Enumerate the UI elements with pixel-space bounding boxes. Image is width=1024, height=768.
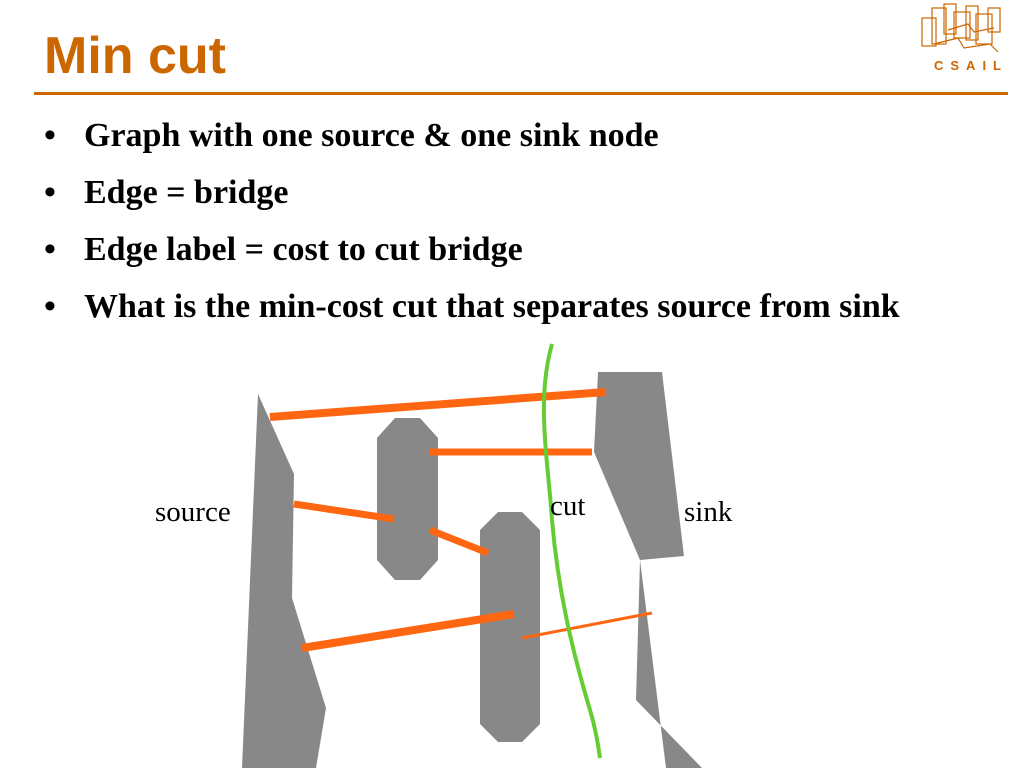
bullet-dot: • (44, 174, 56, 211)
bullet-text: Graph with one source & one sink node (84, 117, 659, 154)
cut-line (541, 343, 602, 759)
sink-node (594, 372, 702, 768)
bridge-upper-lower-island (428, 526, 490, 557)
bullet-dot: • (44, 231, 56, 268)
bullet-item: • Edge label = cost to cut bridge (44, 232, 984, 268)
bullet-dot: • (44, 288, 56, 325)
csail-logo (921, 3, 1001, 53)
middle-island-upper (377, 418, 438, 580)
bullet-item: • Edge = bridge (44, 175, 984, 211)
csail-logo-text: CSAIL (934, 58, 1008, 73)
middle-island-lower (480, 512, 540, 742)
title-divider (34, 92, 1008, 95)
bullet-item: • What is the min-cost cut that separates… (44, 289, 984, 325)
sink-label: sink (684, 496, 733, 528)
source-label: source (155, 496, 231, 528)
bullet-text: Edge label = cost to cut bridge (84, 231, 523, 268)
bullet-dot: • (44, 117, 56, 154)
bridge-source-sink-top (269, 388, 607, 421)
bullet-item: • Graph with one source & one sink node (44, 118, 984, 154)
slide-title: Min cut (44, 27, 226, 85)
bridge-source-upper-island (293, 500, 395, 523)
bullet-list: • Graph with one source & one sink node •… (44, 118, 984, 346)
bullet-text: Edge = bridge (84, 174, 289, 211)
bridge-source-lower-island (301, 610, 515, 652)
bridge-lower-island-sink (521, 611, 653, 640)
bullet-text: What is the min-cost cut that separates … (84, 288, 900, 325)
source-node (242, 394, 326, 768)
cut-label: cut (550, 490, 586, 522)
